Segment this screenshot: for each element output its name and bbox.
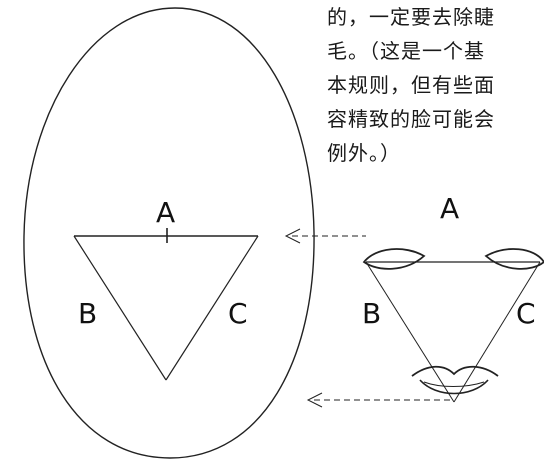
face-triangle-left-edge — [73, 235, 167, 381]
paragraph-line-2: 毛。（这是一个基 — [327, 39, 485, 63]
mouth-level-arrowhead — [306, 392, 323, 408]
paragraph-line-1: 的，一定要去除睫 — [327, 5, 495, 29]
left-eye-shape — [362, 248, 426, 270]
feature-triangle-left-edge — [365, 261, 455, 403]
eye-level-arrow — [284, 228, 366, 244]
paragraph-line-3: 本规则，但有些面 — [327, 73, 495, 97]
face-outline — [23, 7, 315, 459]
right-eye-shape — [484, 248, 544, 270]
feature-label-b: B — [362, 297, 381, 330]
lip-line-shape — [423, 381, 485, 387]
feature-label-a: A — [440, 192, 459, 225]
lower-lip-shape — [419, 379, 489, 395]
eye-level-arrowhead — [284, 228, 301, 244]
face-triangle-right-edge — [165, 235, 259, 381]
mouth-level-arrow — [306, 392, 452, 408]
explanatory-paragraph: 的，一定要去除睫 毛。（这是一个基 本规则，但有些面 容精致的脸可能会 例外。） — [327, 0, 544, 170]
face-label-c: C — [228, 297, 248, 330]
paragraph-line-5: 例外。） — [327, 141, 401, 165]
feature-triangle-right-edge — [453, 261, 541, 403]
paragraph-line-4: 容精致的脸可能会 — [327, 107, 495, 131]
face-triangle — [73, 228, 259, 381]
feature-label-c: C — [516, 297, 536, 330]
face-label-a: A — [156, 196, 175, 229]
upper-lip-shape — [411, 365, 499, 377]
face-label-b: B — [78, 297, 97, 330]
lips-shape — [411, 365, 499, 395]
feature-triangle — [365, 261, 541, 403]
